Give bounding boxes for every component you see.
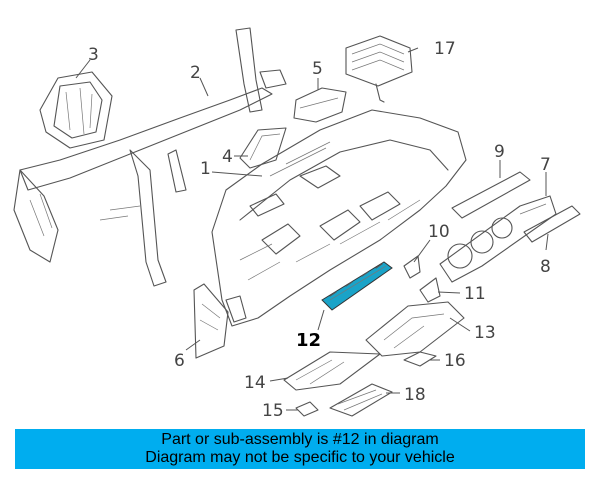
- callout-15: 15: [262, 401, 284, 421]
- banner-line-2: Diagram may not be specific to your vehi…: [145, 449, 455, 466]
- callout-13: 13: [474, 323, 496, 343]
- callout-3: 3: [88, 45, 99, 65]
- callout-8: 8: [540, 257, 551, 277]
- part-15-clip: [295, 401, 319, 417]
- part-10-clip: [403, 255, 421, 279]
- callout-6: 6: [174, 351, 185, 371]
- callout-labels: 3 2 1 4 5 17 6 7 8 9 10 11 12 13 14 15 1…: [88, 39, 551, 421]
- part-9-trim-strip: [451, 171, 531, 219]
- part-13-lower-panel: [365, 301, 465, 357]
- part-4-trim: [239, 127, 287, 169]
- part-5-cover: [293, 87, 347, 123]
- part-1-instrument-panel: [211, 109, 467, 327]
- callout-16: 16: [444, 351, 466, 371]
- part-18-module: [329, 383, 393, 417]
- part-6-side-cover: [193, 283, 229, 359]
- callout-10: 10: [428, 222, 450, 242]
- part-17-module: [345, 35, 413, 103]
- part-16-module: [403, 351, 437, 367]
- info-banner: Part or sub-assembly is #12 in diagram D…: [15, 429, 585, 469]
- part-11-bracket: [419, 277, 441, 303]
- callout-4: 4: [222, 147, 233, 167]
- part-8-trim: [523, 205, 581, 243]
- part-14-console-bracket: [283, 351, 381, 391]
- callout-7: 7: [540, 155, 551, 175]
- part-2-cross-car-beam: [13, 27, 287, 287]
- callout-14: 14: [244, 373, 266, 393]
- callout-5: 5: [312, 59, 323, 79]
- callout-2: 2: [190, 63, 201, 83]
- parts-diagram: 3 2 1 4 5 17 6 7 8 9 10 11 12 13 14 15 1…: [13, 27, 581, 421]
- callout-11: 11: [464, 284, 486, 304]
- callout-18: 18: [404, 385, 426, 405]
- callout-1: 1: [200, 159, 211, 179]
- part-3-bracket: [39, 71, 113, 149]
- part-12-highlighted: [321, 261, 393, 311]
- banner-line-1: Part or sub-assembly is #12 in diagram: [161, 431, 439, 448]
- part-7-cluster-trim: [439, 195, 557, 283]
- callout-12: 12: [296, 330, 321, 351]
- callout-17: 17: [434, 39, 456, 59]
- leader-lines: [75, 47, 549, 411]
- callout-9: 9: [494, 142, 505, 162]
